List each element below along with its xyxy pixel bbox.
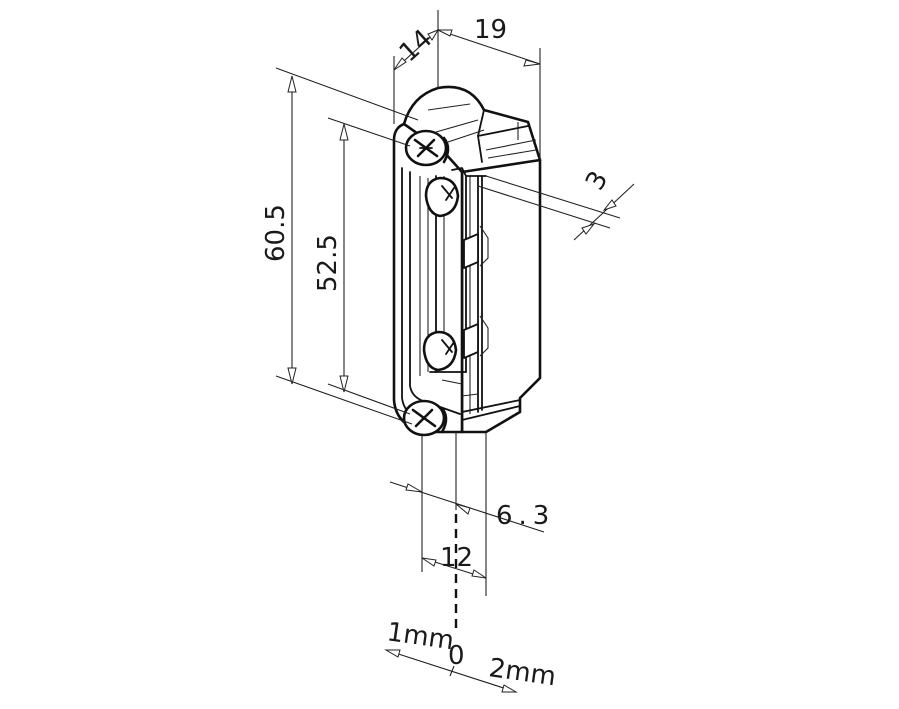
dimension-faceplate-width: 12 bbox=[421, 543, 487, 579]
dimension-hole-spacing: 52.5 bbox=[313, 117, 411, 415]
top-mounting-screw bbox=[404, 129, 450, 167]
dim-overall-height-label: 60.5 bbox=[261, 204, 291, 262]
dim-latch-position-label: 6.3 bbox=[496, 501, 555, 531]
dimension-latch-position: 6.3 bbox=[389, 432, 555, 596]
dimension-overall-height: 60.5 bbox=[261, 67, 419, 425]
lower-latch-screw bbox=[422, 330, 458, 372]
upper-latch-screw bbox=[424, 176, 460, 218]
dim-width-label: 19 bbox=[474, 15, 507, 45]
dim-hole-spacing-label: 52.5 bbox=[313, 234, 343, 292]
bottom-mounting-screw bbox=[402, 399, 448, 437]
adjustment-scale: 1mm 0 2mm bbox=[384, 617, 558, 693]
dim-latch-offset-label: 3 bbox=[580, 166, 614, 195]
scale-center-label: 0 bbox=[448, 641, 465, 671]
